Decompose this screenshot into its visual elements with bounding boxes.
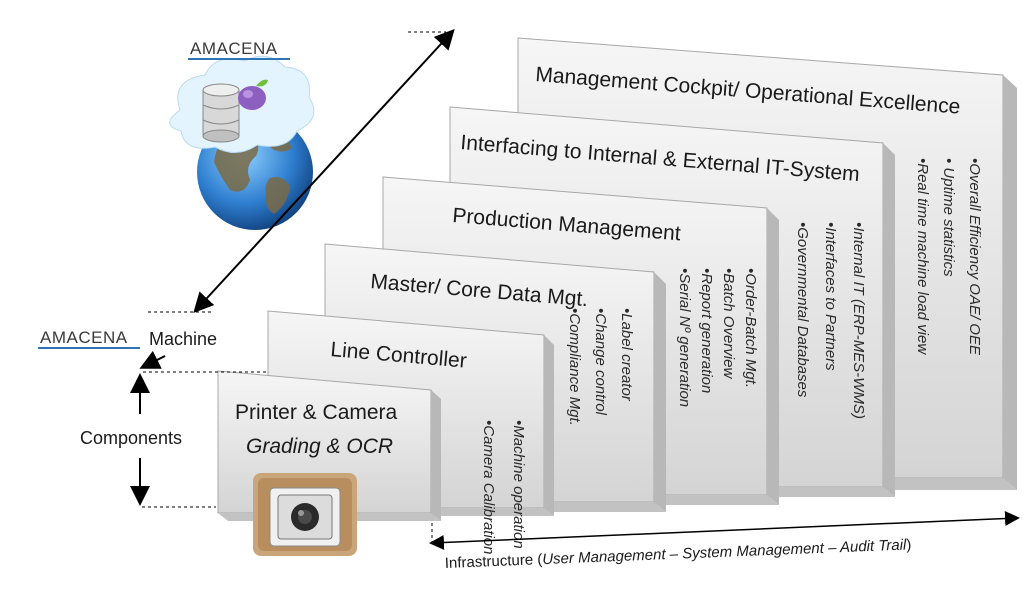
brand-logo-top: AMACENA (188, 39, 290, 60)
bullet: •Change control (592, 308, 609, 416)
connector-lines (130, 29, 1020, 550)
bullet: •Overall Efficiency OAE/ OEE (966, 158, 983, 356)
bullet: •Order-Batch Mgt. (742, 268, 759, 388)
bullet: •Real time machine load view (914, 158, 931, 355)
machine-label: Machine (149, 329, 217, 349)
database-icon (202, 83, 240, 143)
bullet: • Uptime statistics (940, 158, 957, 277)
bullet: •Governmental Databases (794, 222, 811, 398)
brand-logo-bottom: AMACENA (38, 328, 140, 349)
bullet: •Camera Calibration (480, 420, 497, 554)
bullet: •Machine operation (510, 420, 527, 549)
bullet: •Report generation (698, 268, 715, 393)
network-arrow (193, 29, 455, 313)
layer-subtitle: Grading & OCR (246, 435, 393, 458)
bullet: •Label creator (618, 308, 635, 402)
infrastructure-arrow (429, 511, 1020, 550)
bullet: •Interfaces to Partners (822, 222, 839, 371)
bullet: •Batch Overview (720, 268, 737, 379)
camera-device (253, 473, 357, 556)
bullet: •Serial Nº generation (676, 268, 693, 407)
svg-text:AMACENA: AMACENA (40, 328, 128, 347)
bullet: •Compliance Mgt. (566, 308, 583, 426)
svg-text:AMACENA: AMACENA (190, 39, 278, 58)
bullet: •Internal IT (ERP-MES-WMS) (850, 222, 867, 419)
machine-arrow (139, 350, 166, 369)
layer-title: Printer & Camera (235, 401, 398, 424)
components-label: Components (80, 428, 182, 448)
